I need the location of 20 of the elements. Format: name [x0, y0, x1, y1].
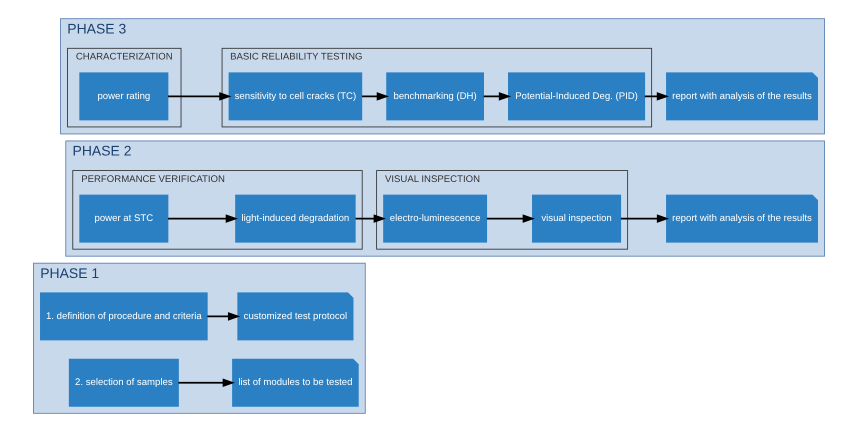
arrow — [486, 214, 535, 223]
node-box: power at STC — [79, 194, 168, 243]
arrow — [168, 214, 238, 223]
arrow — [178, 378, 235, 388]
node-box: power rating — [79, 72, 168, 120]
node-box: electro-luminescence — [383, 194, 488, 243]
arrow — [644, 92, 670, 101]
node-box: benchmarking (DH) — [386, 72, 484, 120]
node-box: 2. selection of samples — [68, 358, 179, 407]
arrow — [484, 92, 512, 101]
arrow — [356, 214, 386, 223]
node-box: 1. definition of procedure and criteria — [40, 292, 208, 340]
arrow — [620, 214, 670, 223]
node-box: Potential-Induced Deg. (PID) — [508, 72, 646, 120]
node-box: visual inspection — [532, 194, 622, 243]
node-box: light-induced degradation — [235, 194, 356, 243]
arrow — [168, 92, 232, 101]
arrow — [207, 312, 240, 321]
arrow — [362, 92, 389, 101]
node-box: sensitivity to cell cracks (TC) — [228, 72, 362, 120]
